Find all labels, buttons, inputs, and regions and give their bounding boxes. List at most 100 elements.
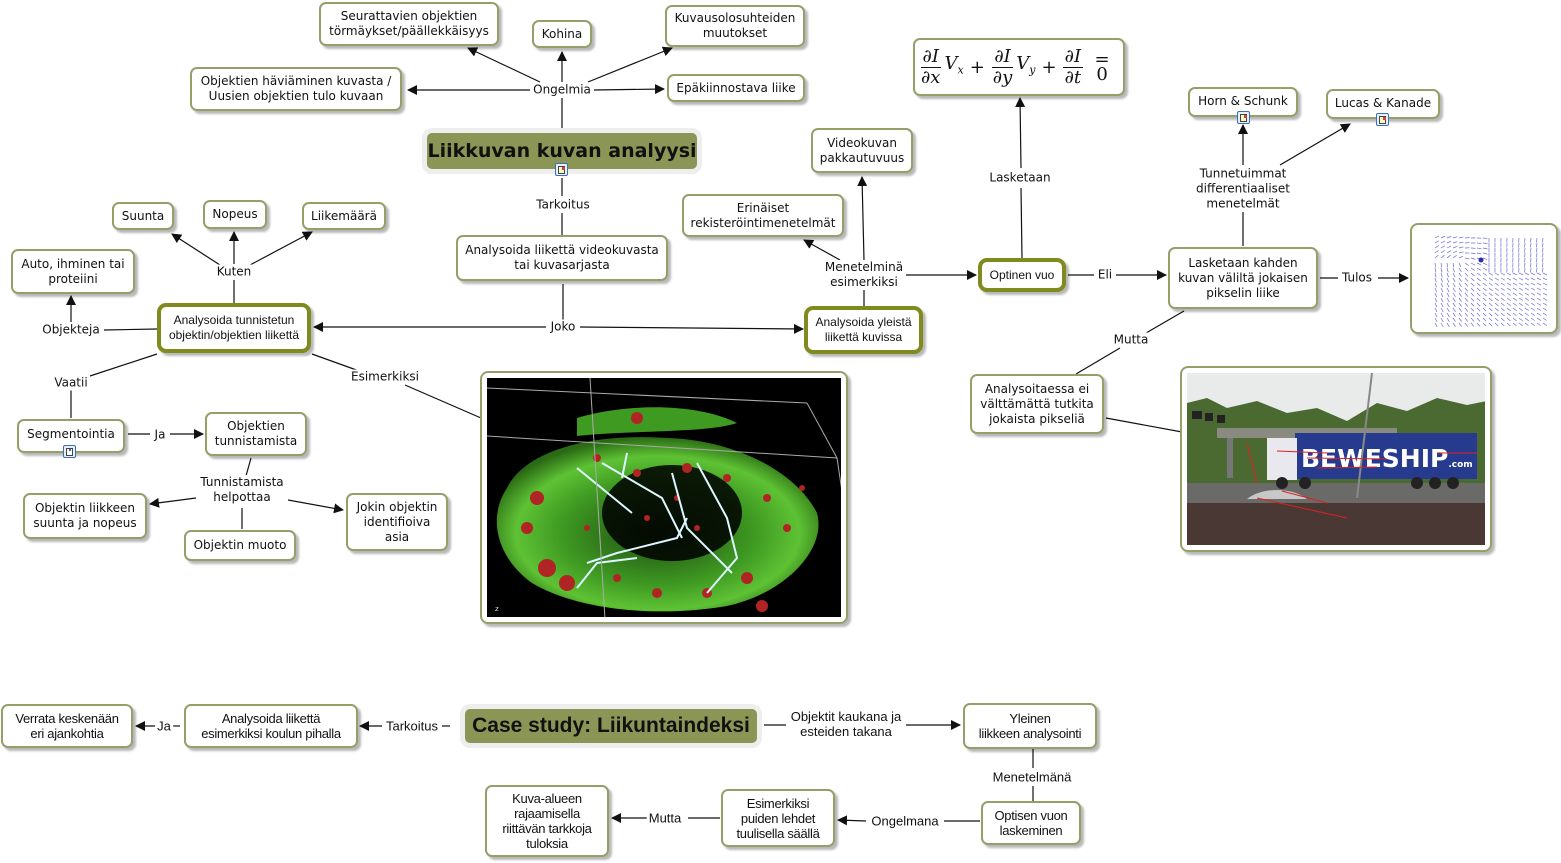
- flow-vector: [1542, 277, 1548, 281]
- flow-vector: [1488, 302, 1493, 307]
- flow-vector: [1458, 302, 1462, 307]
- flow-vector: [1458, 317, 1462, 322]
- flow-vector: [1488, 272, 1494, 276]
- flow-vector: [1476, 272, 1481, 276]
- concept-compare-times[interactable]: Verrata keskenään eri ajankohtia: [1, 704, 133, 748]
- concept-tree-leaves[interactable]: Esimerkiksi puiden lehdet tuulisella sää…: [721, 789, 835, 847]
- flow-vector: [1524, 307, 1529, 311]
- flow-vector: [1446, 262, 1449, 268]
- concept-video-compression[interactable]: Videokuvan pakkautuvuus: [811, 128, 913, 173]
- main-topic-title[interactable]: Liikkuvan kuvan analyysi: [422, 128, 702, 174]
- image-resource-icon[interactable]: [555, 163, 568, 176]
- flow-vector: [1440, 297, 1444, 303]
- flow-vector: [1512, 297, 1517, 301]
- case-study-title-text: Case study: Liikuntaindeksi: [472, 714, 750, 737]
- flow-vector: [1464, 272, 1469, 277]
- flow-vector: [1476, 287, 1481, 292]
- concept-map-link-icon[interactable]: [63, 445, 76, 458]
- concept-optical-flow-equation[interactable]: ∂I∂x Vx + ∂I∂y Vy + ∂I∂t = 0: [913, 38, 1125, 96]
- concept-pixel-motion[interactable]: Lasketaan kahden kuvan väliltä jokaisen …: [1168, 247, 1318, 309]
- concept-horn-schunk[interactable]: Horn & Schunk: [1188, 87, 1298, 117]
- flow-vector: [1476, 277, 1481, 282]
- flow-vector: [1470, 317, 1475, 322]
- flow-vector: [1524, 292, 1530, 296]
- link-label-objects: Objekteja: [40, 322, 102, 338]
- concept-problem-conditions[interactable]: Kuvausolosuhteiden muutokset: [665, 5, 805, 47]
- concept-general-motion-analysis[interactable]: Yleinen liikkeen analysointi: [963, 703, 1097, 749]
- concept-speed[interactable]: Nopeus: [203, 200, 267, 229]
- flow-vector: [1542, 292, 1548, 296]
- flow-vector: [1524, 272, 1530, 276]
- flow-vector: [1506, 292, 1511, 296]
- concept-registration-methods[interactable]: Erinäiset rekisteröintimenetelmät: [682, 194, 844, 237]
- flow-vector: [1506, 282, 1512, 286]
- case-study-title[interactable]: Case study: Liikuntaindeksi: [460, 704, 762, 748]
- flow-vector: [1512, 307, 1517, 311]
- flow-vector: [1536, 322, 1541, 326]
- concept-problem-disappearing[interactable]: Objektien häviäminen kuvasta / Uusien ob…: [190, 67, 402, 111]
- concept-identified-object-motion[interactable]: Analysoida tunnistetun objektin/objektie…: [157, 303, 311, 353]
- concept-not-every-pixel[interactable]: Analysoitaessa ei välttämättä tutkita jo…: [970, 374, 1104, 434]
- concept-optical-flow-computation[interactable]: Optisen vuon laskeminen: [981, 801, 1081, 845]
- concept-crop-area[interactable]: Kuva-alueen rajaamisella riittävän tarkk…: [485, 785, 609, 857]
- flow-vector: [1470, 297, 1475, 302]
- microscopy-cell-image[interactable]: z: [480, 371, 848, 624]
- flow-vector: [1482, 317, 1487, 322]
- flow-vector: [1470, 312, 1475, 317]
- flow-vector: [1482, 267, 1488, 271]
- concept-object-recognition[interactable]: Objektien tunnistamista: [205, 412, 307, 456]
- link-label-for-example: Esimerkiksi: [349, 369, 421, 385]
- main-topic-text: Liikkuvan kuvan analyysi: [427, 140, 697, 162]
- flow-vector: [1542, 287, 1548, 291]
- link-label-problems: Ongelmia: [531, 82, 593, 98]
- flow-vector: [1494, 302, 1499, 307]
- flow-vector: [1476, 302, 1481, 307]
- flow-vector: [1542, 242, 1544, 248]
- concept-problem-noise[interactable]: Kohina: [532, 20, 592, 48]
- image-resource-icon[interactable]: [1376, 113, 1389, 126]
- flow-vector: [1530, 322, 1535, 326]
- flow-vector: [1458, 255, 1464, 259]
- flow-vector: [1494, 307, 1499, 312]
- concept-identifying-feature[interactable]: Jokin objektin identifioiva asia: [346, 493, 448, 551]
- flow-vector: [1464, 312, 1469, 317]
- flow-vector: [1434, 317, 1438, 323]
- flow-vector: [1524, 317, 1529, 321]
- flow-vector: [1530, 292, 1536, 296]
- flow-vector: [1536, 292, 1542, 296]
- link-label-requires: Vaatii: [52, 375, 90, 391]
- concept-problem-uninteresting-motion[interactable]: Epäkiinnostava liike: [667, 74, 805, 102]
- flow-vector: [1482, 242, 1488, 245]
- concept-object-shape[interactable]: Objektin muoto: [184, 530, 296, 561]
- flow-vector: [1494, 277, 1500, 281]
- flow-vector: [1470, 322, 1475, 327]
- flow-vector: [1542, 312, 1547, 316]
- flow-vector: [1440, 317, 1444, 323]
- flow-vector: [1476, 262, 1482, 266]
- concept-amount-of-motion[interactable]: Liikemäärä: [302, 202, 386, 230]
- flow-vector: [1500, 287, 1505, 291]
- flow-vector: [1476, 252, 1482, 255]
- cell-image-drawing: z: [487, 378, 841, 617]
- flow-vector: [1434, 282, 1437, 288]
- flow-vector: [1458, 277, 1462, 282]
- truck-flow-image[interactable]: BEWESHIP.com: [1180, 366, 1492, 552]
- concept-car-human-protein[interactable]: Auto, ihminen tai proteiini: [11, 249, 135, 294]
- image-resource-icon[interactable]: [1237, 111, 1250, 124]
- concept-schoolyard-motion[interactable]: Analysoida liikettä esimerkiksi koulun p…: [184, 704, 358, 748]
- flow-vector: [1536, 257, 1538, 263]
- concept-direction[interactable]: Suunta: [112, 202, 174, 230]
- flow-vector: [1446, 322, 1450, 327]
- flow-vector: [1434, 250, 1439, 254]
- link-label-problem: Ongelmana: [869, 813, 941, 829]
- concept-general-motion[interactable]: Analysoida yleistä liikettä kuvissa: [804, 306, 923, 354]
- flow-vector: [1500, 302, 1505, 307]
- flow-vector: [1440, 250, 1445, 254]
- concept-object-direction-speed[interactable]: Objektin liikkeen suunta ja nopeus: [23, 493, 147, 539]
- optical-flow-result-image[interactable]: [1410, 223, 1558, 334]
- flow-vector: [1458, 262, 1462, 268]
- concept-optical-flow[interactable]: Optinen vuo: [978, 258, 1066, 292]
- concept-purpose[interactable]: Analysoida liikettä videokuvasta tai kuv…: [456, 235, 668, 281]
- concept-problem-collisions[interactable]: Seurattavien objektien törmäykset/päälle…: [319, 2, 499, 46]
- flow-vector: [1440, 262, 1443, 268]
